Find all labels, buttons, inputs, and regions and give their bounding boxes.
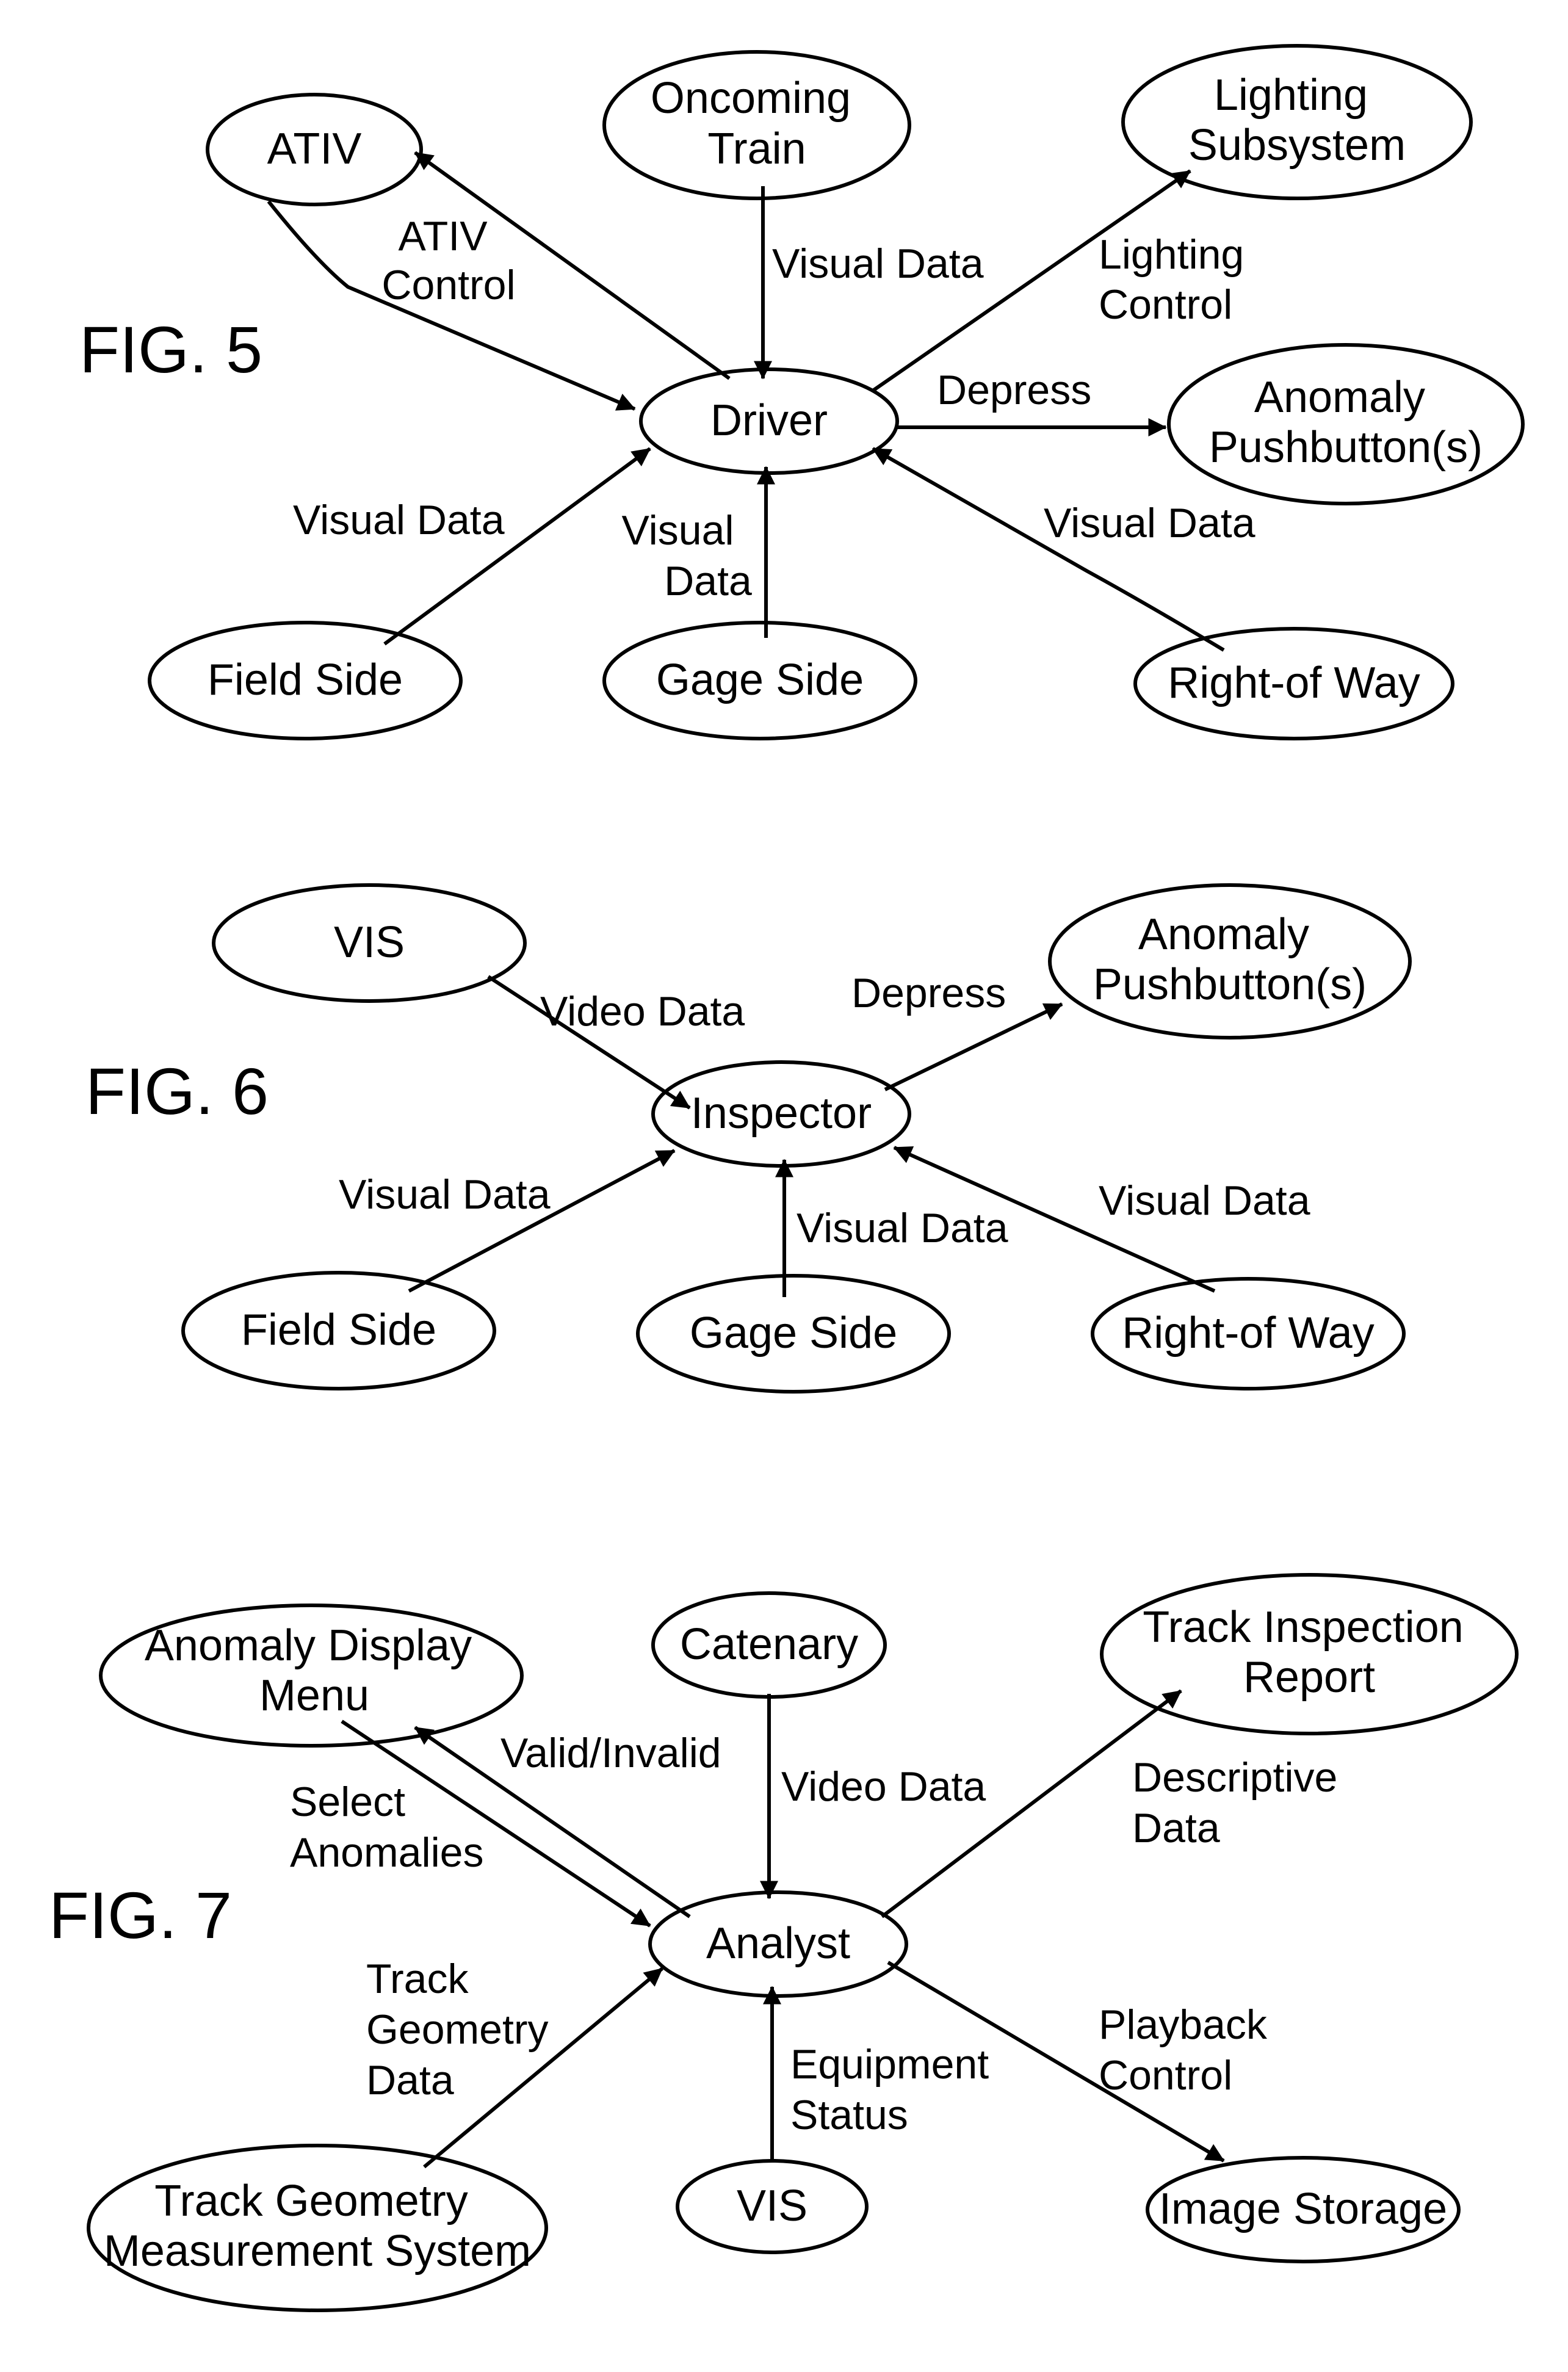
edge-label-lighting-control: Lighting Control [1099,231,1255,328]
node-ativ-label: ATIV [267,125,362,173]
node-vis-label: VIS [334,918,405,967]
edge-label-descriptive-data: Descriptive Data [1132,1754,1349,1851]
edge-row-to-driver [873,449,1224,650]
edge-inspector-to-anomaly [885,1004,1062,1090]
node-anomaly-pushbutton-label: Anomaly Pushbutton(s) [1093,910,1367,1009]
node-driver-label: Driver [710,396,828,445]
node-field-side-label: Field Side [208,656,403,704]
node-gage-side-label: Gage Side [656,656,864,704]
node-vis-label: VIS [737,2182,807,2230]
edge-label-train-visual: Visual Data [772,240,984,287]
node-gage-side-label: Gage Side [690,1309,897,1358]
fig5-title: FIG. 5 [79,313,262,386]
fig7-title: FIG. 7 [49,1878,232,1952]
edge-label-video-data: Video Data [540,988,745,1035]
node-image-storage-label: Image Storage [1159,2185,1447,2233]
edge-field-to-driver [385,449,650,644]
node-lighting-subsystem-label: Lighting Subsystem [1188,71,1406,170]
edge-label-field-visual: Visual Data [339,1171,551,1218]
node-track-inspection-report-label: Track Inspection Report [1143,1603,1476,1702]
fig7-text: FIG. 7 Anomaly Display Menu Catenary Tra… [49,1603,1476,2276]
fig5-text: FIG. 5 ATIV Oncoming Train Lighting Subs… [79,71,1483,707]
fig6-text: FIG. 6 VIS Anomaly Pushbutton(s) Inspect… [85,910,1375,1358]
edge-label-depress: Depress [851,970,1006,1016]
edge-label-valid-invalid: Valid/Invalid [500,1730,721,1776]
edge-label-gage-visual: Visual Data [797,1205,1008,1251]
edge-label-ativ-control: ATIV Control [381,213,515,308]
node-anomaly-pushbutton-label: Anomaly Pushbutton(s) [1209,373,1483,472]
node-track-geometry-system-label: Track Geometry Measurement System [104,2177,531,2276]
edge-label-gage-visual: Visual Data [622,507,752,604]
edge-label-equipment-status: Equipment Status [790,2041,1000,2138]
fig6-title: FIG. 6 [85,1054,269,1128]
node-right-of-way-label: Right-of Way [1168,659,1420,707]
node-field-side-label: Field Side [241,1306,436,1354]
edge-label-field-visual: Visual Data [293,497,505,543]
node-oncoming-train-label: Oncoming Train [651,74,863,173]
node-right-of-way-label: Right-of Way [1122,1309,1374,1358]
edge-label-video-data: Video Data [781,1763,986,1810]
edge-label-select-anomalies: Select Anomalies [290,1779,484,1876]
edge-label-row-visual: Visual Data [1099,1177,1310,1224]
node-inspector-label: Inspector [691,1089,872,1138]
edge-label-row-visual: Visual Data [1044,500,1255,546]
node-catenary-label: Catenary [680,1620,858,1669]
edge-label-track-geometry-data: Track Geometry Data [366,1956,560,2103]
node-analyst-label: Analyst [706,1919,850,1968]
edge-label-depress: Depress [937,367,1091,413]
edge-label-playback-control: Playback Control [1099,2001,1279,2099]
node-anomaly-display-menu-label: Anomaly Display Menu [145,1621,484,1720]
